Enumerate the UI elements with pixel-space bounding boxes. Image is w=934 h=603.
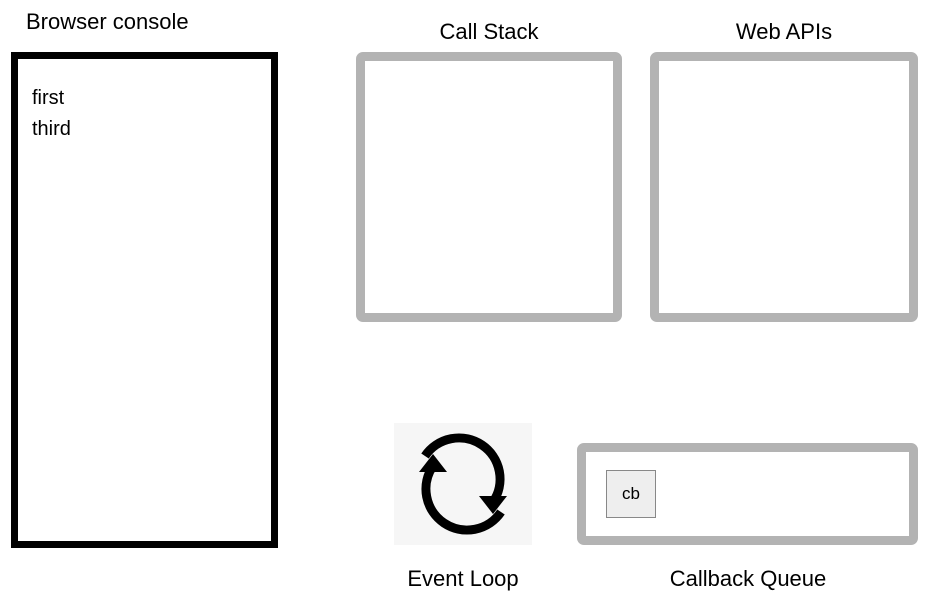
web-apis-panel <box>650 52 918 322</box>
web-apis-title: Web APIs <box>735 19 833 44</box>
callback-queue-panel: cb <box>577 443 918 545</box>
callback-queue-item-list: cb <box>595 461 900 527</box>
circular-arrows-icon <box>394 423 532 545</box>
browser-console-title: Browser console <box>26 9 189 34</box>
callback-queue-item[interactable]: cb <box>606 470 656 518</box>
callback-queue-label: Callback Queue <box>669 566 827 591</box>
call-stack-title: Call Stack <box>439 19 539 44</box>
console-line: first <box>32 87 65 109</box>
console-line: third <box>32 118 71 140</box>
console-line-list: first third <box>32 83 71 145</box>
event-loop-label: Event Loop <box>407 566 519 591</box>
browser-console-output[interactable]: first third <box>11 52 278 548</box>
call-stack-panel <box>356 52 622 322</box>
